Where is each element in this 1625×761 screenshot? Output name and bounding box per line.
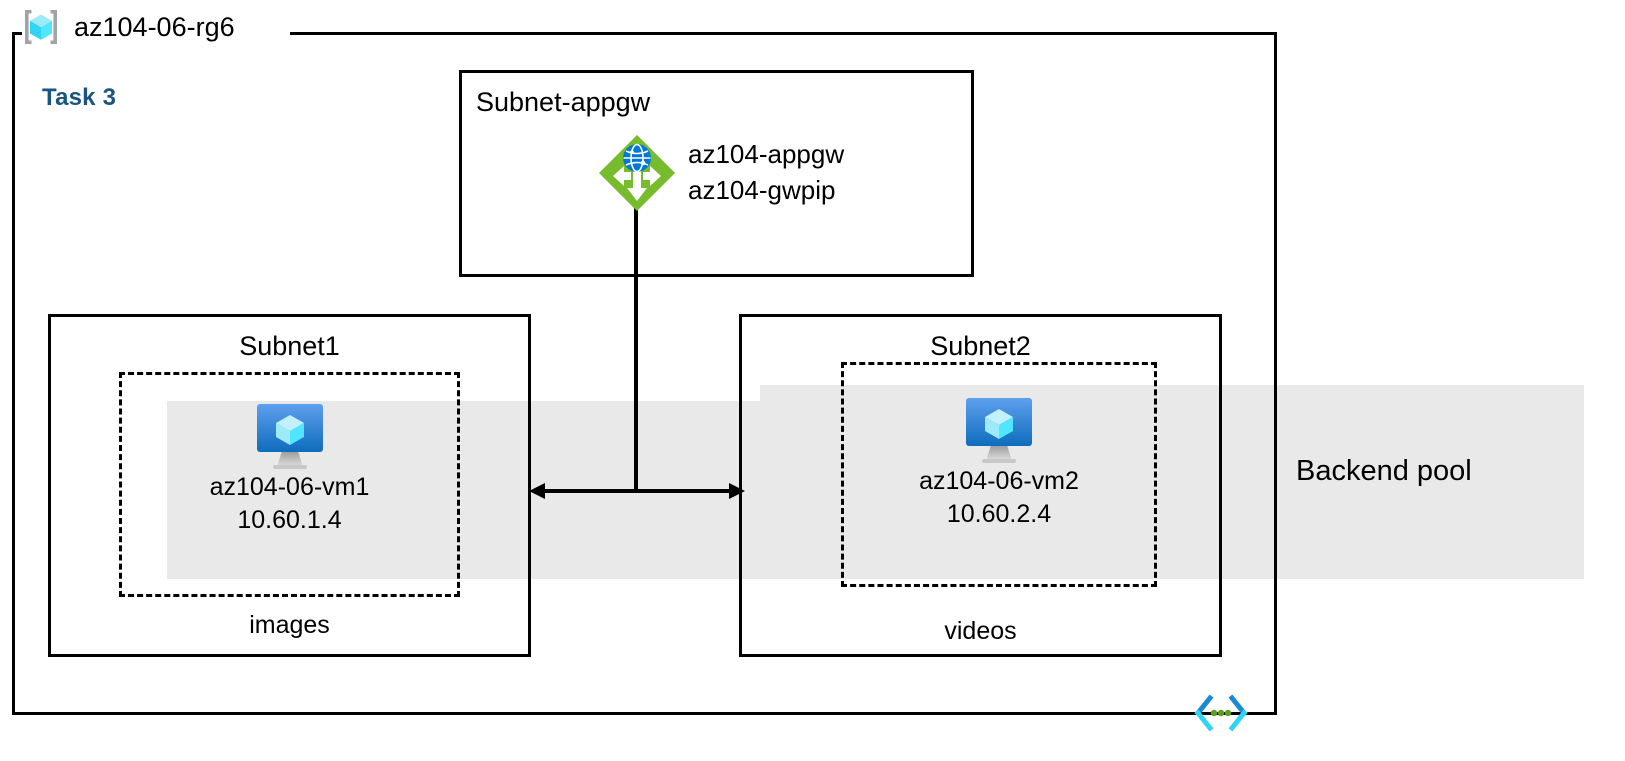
subnet1-box: Subnet1 images xyxy=(48,314,531,657)
vm2-ip: 10.60.2.4 xyxy=(946,500,1052,528)
appgw-name: az104-appgw xyxy=(688,139,845,169)
backend-pool-band-right xyxy=(760,385,1584,563)
application-gateway-icon xyxy=(596,132,678,214)
vm1-node: az104-06-vm1 10.60.1.4 xyxy=(122,399,457,537)
appgw-vertical-connector xyxy=(634,208,638,491)
task-label: Task 3 xyxy=(42,84,117,111)
application-gateway-labels: az104-appgw az104-gwpip xyxy=(688,136,844,210)
vm1-name: az104-06-vm1 xyxy=(209,473,370,501)
backend-pool-label: Backend pool xyxy=(1296,455,1472,487)
virtual-machine-icon xyxy=(960,393,1038,465)
vm2-node: az104-06-vm2 10.60.2.4 xyxy=(844,393,1154,531)
resource-group-name: az104-06-rg6 xyxy=(74,12,235,42)
resource-group-frame xyxy=(12,32,1277,715)
subnet-appgw-title: Subnet-appgw xyxy=(476,87,651,117)
resource-group-title: az104-06-rg6 xyxy=(20,6,235,48)
subnet1-caption: images xyxy=(249,611,330,639)
vm2-name: az104-06-vm2 xyxy=(919,467,1079,495)
virtual-machine-icon xyxy=(251,399,329,471)
subnet1-vm-group: az104-06-vm1 10.60.1.4 xyxy=(119,372,460,597)
vm1-ip: 10.60.1.4 xyxy=(237,506,342,534)
subnet-bidirectional-arrow xyxy=(525,470,749,517)
resource-group-title-mask xyxy=(22,18,290,48)
subnet2-title: Subnet2 xyxy=(930,331,1031,361)
subnet-appgw-box: Subnet-appgw xyxy=(459,70,974,277)
gwpip-name: az104-gwpip xyxy=(688,175,836,205)
subnet1-title: Subnet1 xyxy=(239,331,340,361)
application-gateway-node: az104-appgw az104-gwpip xyxy=(596,132,844,214)
code-brackets-icon xyxy=(1193,692,1249,734)
subnet2-vm-group: az104-06-vm2 10.60.2.4 xyxy=(841,362,1157,587)
subnet2-box: Subnet2 videos xyxy=(739,314,1222,657)
subnet2-caption: videos xyxy=(944,617,1017,645)
resource-group-cube-icon xyxy=(20,6,62,48)
